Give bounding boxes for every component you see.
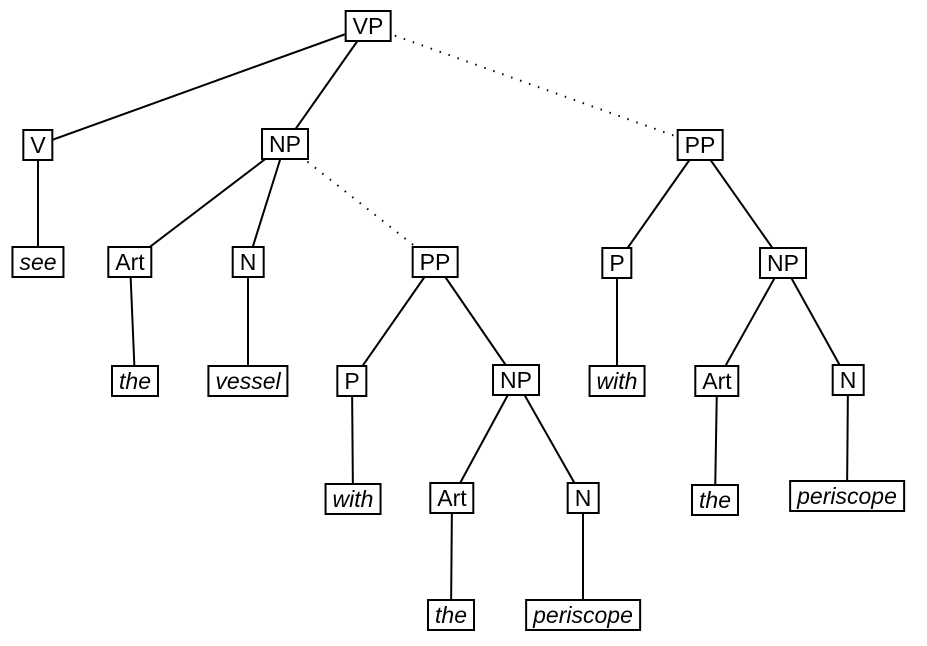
node-vp: VP: [344, 10, 392, 42]
edge-np-right-art-right: [716, 262, 784, 382]
node-the-right: the: [691, 484, 739, 516]
node-np-right: NP: [759, 247, 807, 279]
edge-np-mid-n-mid: [515, 379, 584, 499]
edge-art-mid-the-mid: [450, 497, 453, 616]
node-art-left: Art: [107, 246, 153, 278]
node-vessel: vessel: [207, 365, 289, 397]
edge-vp-pp-right-dotted: [367, 25, 701, 146]
edge-pp-mid-np-mid: [434, 261, 517, 381]
edge-pp-mid-p-mid: [351, 261, 436, 382]
edge-vp-v: [37, 25, 369, 146]
node-n-left: N: [231, 246, 265, 278]
node-pp-right: PP: [676, 129, 724, 161]
node-see: see: [11, 246, 65, 278]
edge-np-top-n-left: [247, 143, 286, 263]
node-np-top: NP: [261, 128, 309, 160]
edge-np-top-pp-mid-dotted: [284, 143, 436, 263]
node-p-mid: P: [336, 365, 368, 397]
node-the-left: the: [111, 365, 159, 397]
node-art-mid: Art: [429, 482, 475, 514]
edge-p-mid-with-mid: [351, 380, 354, 500]
node-p-right: P: [601, 247, 633, 279]
edge-n-right-periscope-right: [846, 379, 849, 498]
node-v: V: [22, 129, 54, 161]
node-np-mid: NP: [492, 364, 540, 396]
edge-vp-np-top: [284, 25, 369, 145]
edge-art-left-the-left: [129, 261, 136, 382]
edge-np-mid-art-mid: [451, 379, 517, 499]
node-with-mid: with: [324, 483, 382, 515]
edge-art-right-the-right: [714, 380, 718, 501]
edge-np-right-n-right: [782, 262, 849, 381]
edge-pp-right-p-right: [616, 144, 701, 264]
edge-np-top-art-left: [129, 143, 286, 263]
node-with-right: with: [588, 365, 646, 397]
node-the-mid: the: [427, 599, 475, 631]
node-art-right: Art: [694, 365, 740, 397]
edge-pp-right-np-right: [699, 144, 784, 264]
node-pp-mid: PP: [411, 246, 459, 278]
node-periscope-right: periscope: [789, 480, 905, 512]
node-n-right: N: [831, 364, 865, 396]
node-periscope-mid: periscope: [525, 599, 641, 631]
node-n-mid: N: [566, 482, 600, 514]
